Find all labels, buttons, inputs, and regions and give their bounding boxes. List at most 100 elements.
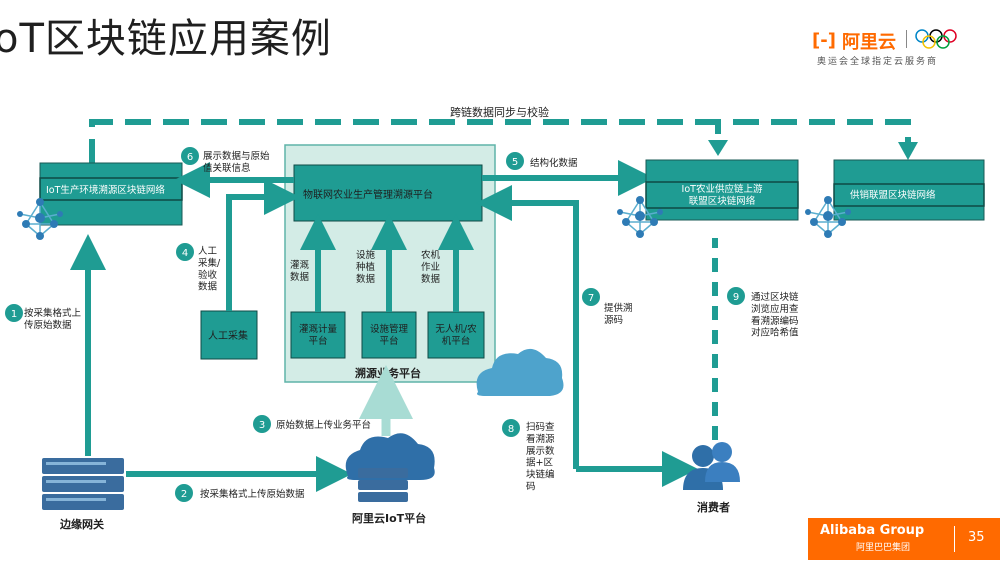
step-9: 9: [727, 287, 745, 305]
text-line: 灌溉: [290, 259, 310, 271]
facility-mgmt-label: 设施管理平台: [370, 323, 409, 347]
text-line: 展示数据与原始: [203, 150, 270, 162]
svg-text:2: 2: [181, 489, 187, 500]
sync-arrowhead-supply: [708, 140, 728, 156]
aliyun-iot-label: 阿里云IoT平台: [352, 511, 426, 525]
consumer-icon: [683, 442, 740, 490]
svg-text:9: 9: [733, 292, 739, 303]
sales-chain-label: 供销联盟区块链网络: [850, 189, 936, 201]
step-6-label: 展示数据与原始值关联信息: [203, 150, 270, 174]
badge-group-name: Alibaba Group: [820, 523, 925, 538]
text-line: 灌溉计量: [299, 323, 338, 335]
text-line: 扫码查: [526, 421, 555, 433]
aliyun-logo: [-] 阿里云 奥运会全球指定云服务商: [812, 28, 972, 68]
iot-env-chain-label: IoT生产环境溯源区块链网络: [46, 184, 165, 196]
sales-chain-inner: [833, 183, 985, 207]
text-line: 据+区: [526, 457, 553, 469]
svg-text:1: 1: [11, 309, 17, 320]
text-line: 通过区块链: [751, 291, 799, 303]
text-line: 传原始数据: [24, 319, 72, 331]
text-line: 数据: [421, 273, 441, 285]
text-line: 农机: [421, 249, 441, 261]
supply-chain-inner: [645, 181, 799, 209]
text-line: 对应哈希值: [751, 327, 799, 339]
text-line: 码: [526, 482, 536, 493]
logo-brand: 阿里云: [842, 32, 896, 53]
text-line: 数据: [290, 271, 310, 283]
sync-arrowhead-sales: [898, 142, 918, 160]
text-line: 验收: [198, 269, 218, 281]
text-line: 数据: [356, 273, 376, 285]
text-line: 平台: [308, 335, 327, 347]
traceability-code-arrow: [476, 185, 579, 469]
step-8: 8: [502, 419, 520, 437]
text-line: 看溯源: [526, 433, 555, 445]
svg-text:8: 8: [508, 424, 514, 435]
facility-mgmt-box[interactable]: [361, 311, 417, 359]
irrigation-data-label: 灌溉数据: [290, 259, 310, 283]
sync-dashed-line: [89, 119, 911, 165]
step-3: 3: [253, 415, 271, 433]
svg-text:3: 3: [259, 420, 265, 431]
step-4: 4: [176, 243, 194, 261]
aliyun-iot-icon: [345, 433, 435, 502]
step-1-label: 按采集格式上传原始数据: [24, 307, 82, 331]
step-2: 2: [175, 484, 193, 502]
step-3-label: 原始数据上传业务平台: [276, 419, 371, 431]
svg-text:5: 5: [512, 157, 518, 168]
sync-label: 跨链数据同步与校验: [450, 105, 549, 119]
text-line: 提供溯: [604, 302, 633, 314]
step-2-label: 按采集格式上传原始数据: [200, 488, 305, 500]
drone-platform-label: 无人机/农机平台: [435, 323, 477, 347]
edge-gateway-icon: [42, 458, 124, 510]
text-line: 设施管理: [370, 323, 409, 335]
svg-text:6: 6: [187, 152, 193, 163]
step-7: 7: [582, 288, 600, 306]
step-1: 1: [5, 304, 23, 322]
text-line: 种植: [356, 261, 376, 273]
machinery-data-label: 农机作业数据: [421, 249, 441, 285]
text-line: 人工: [198, 246, 218, 257]
text-line: 展示数: [526, 445, 555, 457]
text-line: 平台: [379, 335, 398, 347]
consumer-label: 消费者: [697, 500, 730, 514]
badge-group-cn: 阿里巴巴集团: [856, 543, 911, 553]
text-line: 看溯源编码: [751, 315, 799, 327]
text-line: 块链编: [526, 469, 555, 481]
alibaba-group-badge: Alibaba Group 阿里巴巴集团 35: [808, 518, 1000, 560]
manual-collection-box[interactable]: [200, 310, 258, 360]
planting-data-label: 设施种植数据: [356, 249, 376, 285]
text-line: 联盟区块链网络: [689, 195, 756, 207]
text-line: IoT农业供应链上游: [682, 183, 763, 195]
cloud-icon: [476, 348, 564, 396]
text-line: 作业: [421, 261, 440, 273]
step-8-label: 扫码查看溯源展示数据+区块链编码: [526, 421, 555, 493]
olympic-rings-icon: [915, 29, 957, 49]
text-line: 机平台: [442, 335, 471, 347]
logo-divider: [906, 30, 907, 48]
logo-tagline: 奥运会全球指定云服务商: [817, 57, 939, 67]
irrigation-meter-box[interactable]: [290, 311, 346, 359]
text-line: 采集/: [198, 257, 221, 269]
text-line: 浏览应用查: [751, 303, 799, 315]
badge-divider: [954, 526, 955, 552]
step-6: 6: [181, 147, 199, 165]
text-line: 值关联信息: [203, 162, 251, 174]
step-5-label: 结构化数据: [530, 157, 578, 169]
platform-label: 物联网农业生产管理溯源平台: [303, 188, 433, 201]
aliyun-bracket-icon: [-]: [812, 30, 836, 51]
step-9-label: 通过区块链浏览应用查看溯源编码对应哈希值: [751, 291, 799, 339]
svg-text:7: 7: [588, 293, 594, 304]
manual-collection-label: 人工采集: [208, 329, 248, 342]
supply-chain-label: IoT农业供应链上游联盟区块链网络: [682, 183, 763, 207]
page-number: 35: [968, 530, 985, 545]
step-4-label: 人工采集/验收数据: [198, 246, 221, 293]
text-line: 数据: [198, 281, 218, 293]
text-line: 按采集格式上: [24, 307, 82, 319]
manual-to-platform-arrow: [226, 179, 300, 311]
text-line: 无人机/农: [435, 323, 477, 335]
drone-platform-box[interactable]: [427, 311, 485, 359]
svg-text:4: 4: [182, 248, 188, 259]
step-5: 5: [506, 152, 524, 170]
